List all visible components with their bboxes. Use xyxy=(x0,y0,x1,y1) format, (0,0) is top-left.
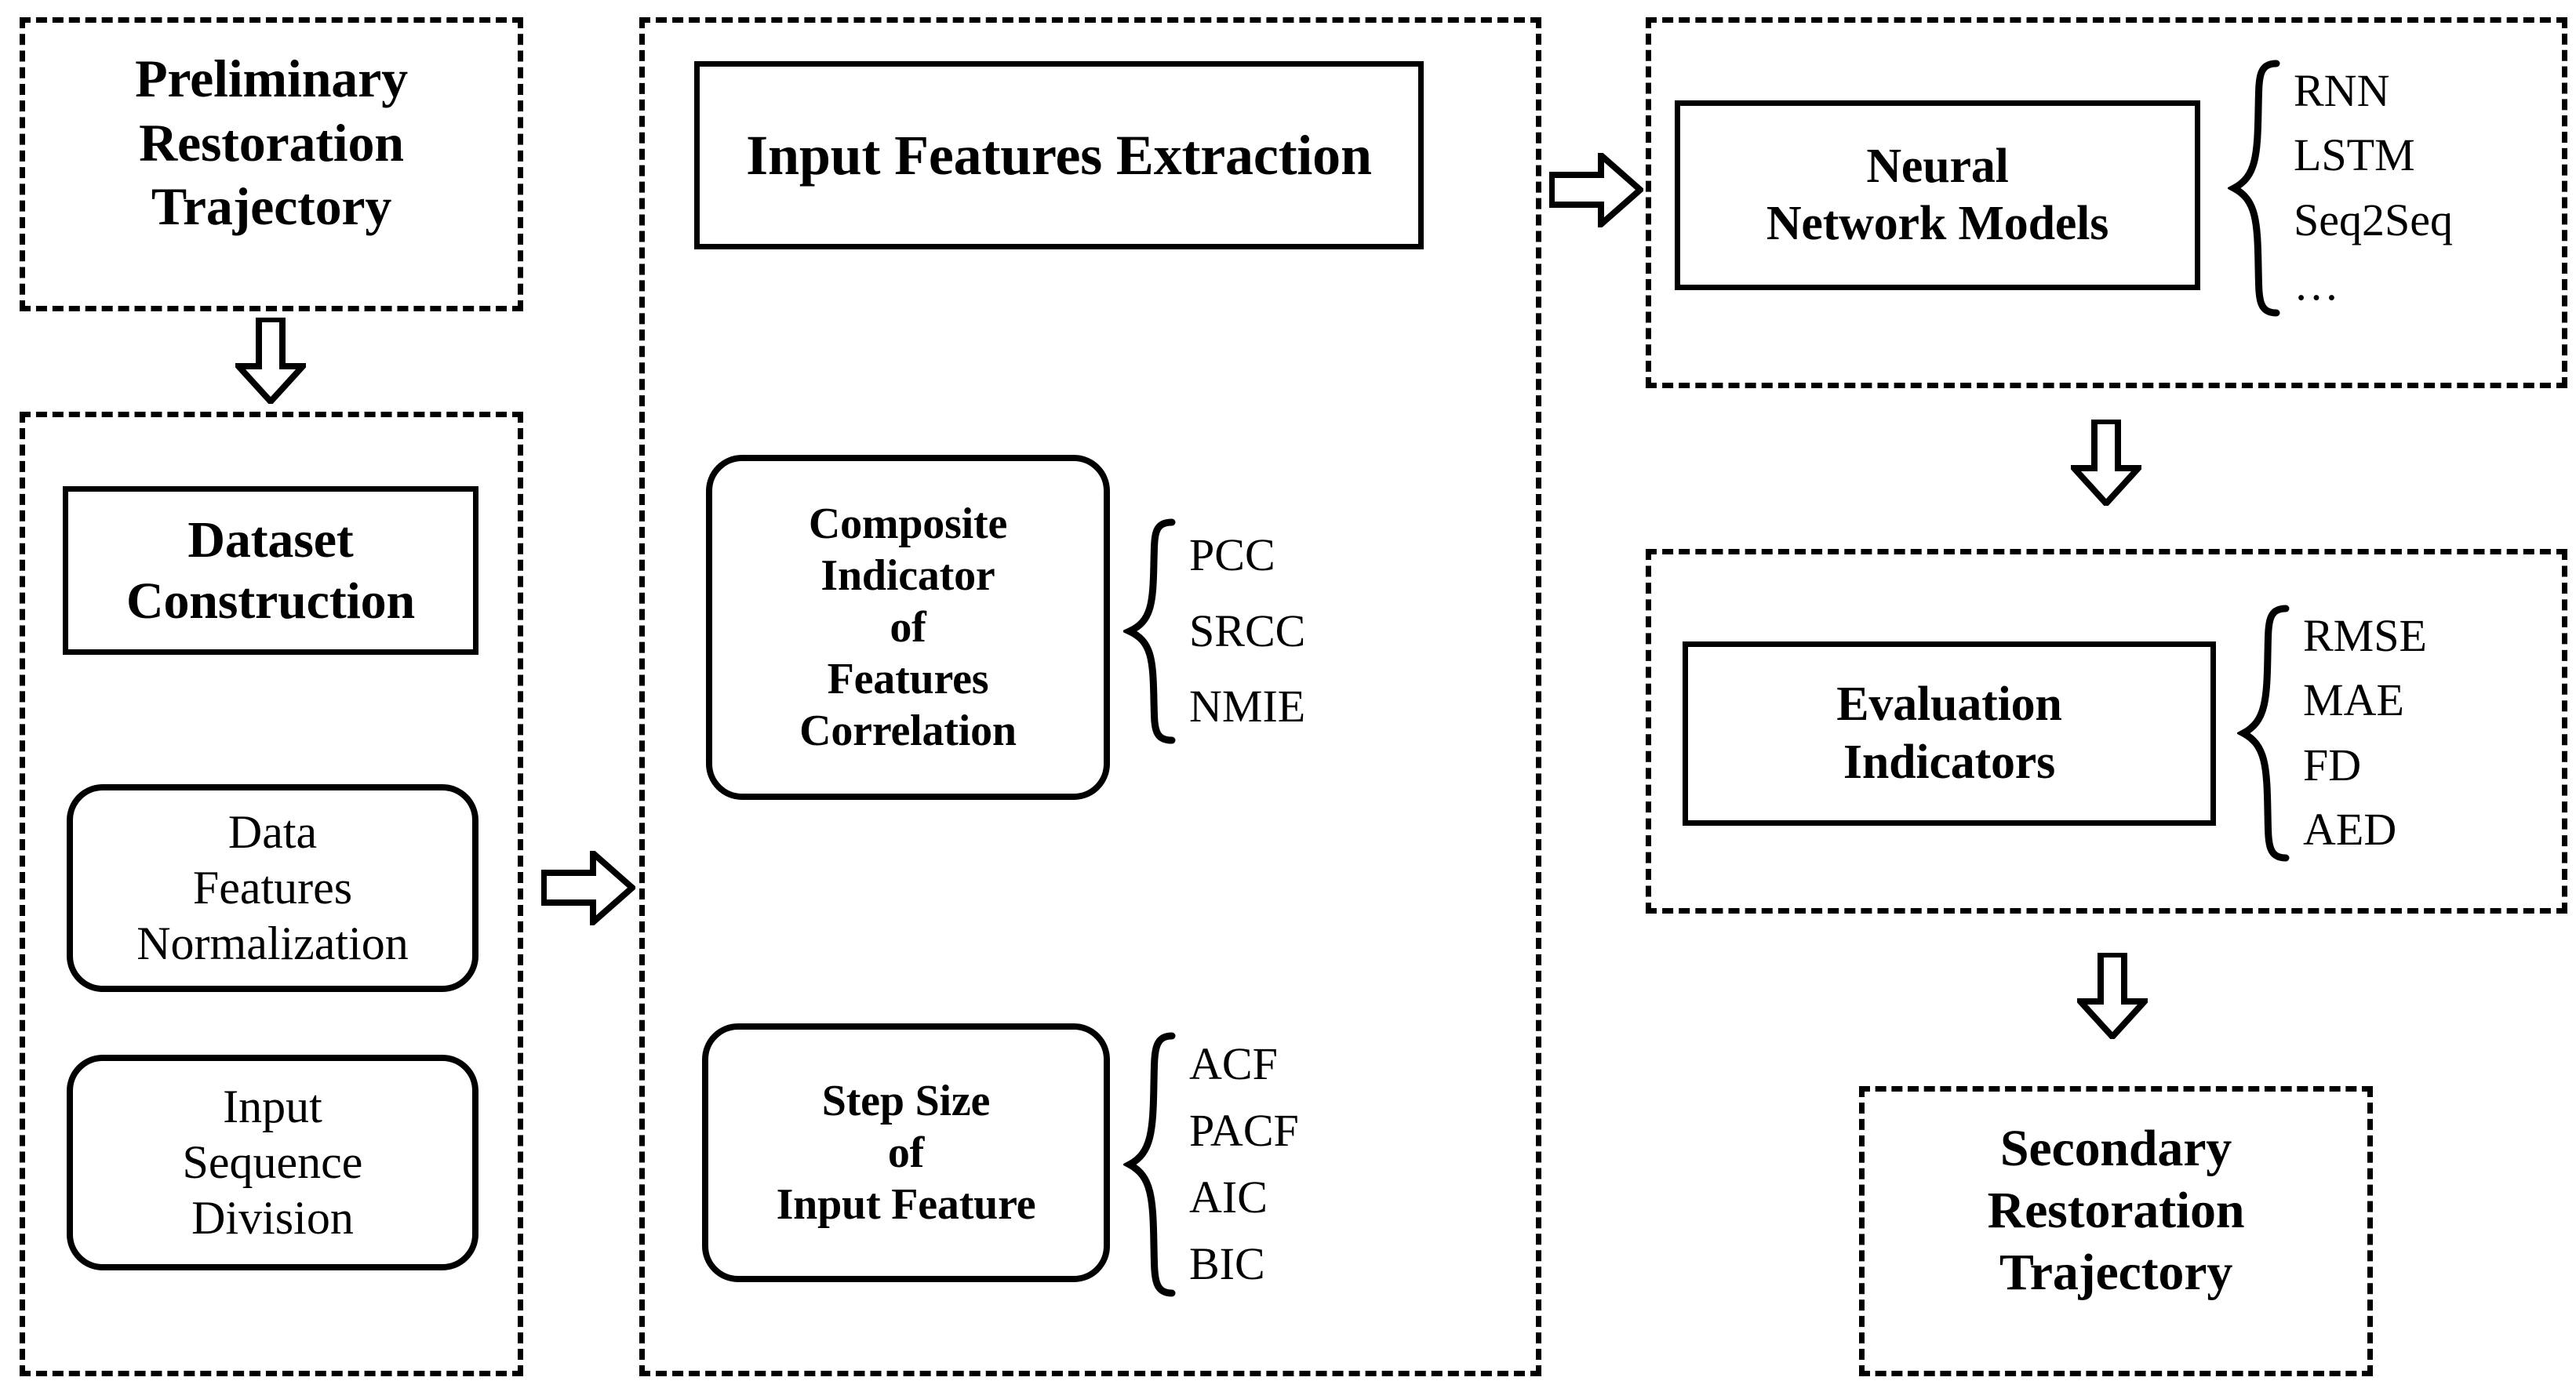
cifc-item-1: PCC xyxy=(1189,529,1275,580)
ssif-line-2: of xyxy=(887,1128,925,1177)
ssif-item-2: PACF xyxy=(1189,1105,1299,1157)
preliminary-restoration-trajectory-group xyxy=(20,17,523,311)
nnm-line-1: Neural xyxy=(1866,139,2009,193)
arrow-right-left-to-middle xyxy=(541,851,635,925)
composite-indicator-brace-list: PCC SRCC NMIE xyxy=(1123,518,1305,745)
ssif-line-3: Input Feature xyxy=(776,1180,1036,1230)
ei-item-3: FD xyxy=(2303,739,2362,790)
arrow-down-preliminary-to-dataset xyxy=(235,318,306,404)
left-brace-icon xyxy=(1123,518,1176,744)
neural-network-models-group xyxy=(1646,17,2567,388)
ssif-line-1: Step Size xyxy=(821,1076,991,1125)
neural-network-models-box: Neural Network Models xyxy=(1675,100,2200,290)
prt-line-2: Restoration xyxy=(139,112,404,173)
nnm-item-2: LSTM xyxy=(2294,129,2415,181)
srt-line-2: Restoration xyxy=(1987,1182,2245,1240)
step-size-box: Step Size of Input Feature xyxy=(702,1023,1110,1282)
left-brace-icon xyxy=(2237,605,2290,862)
dataset-construction-box: Dataset Construction xyxy=(63,486,478,655)
step-size-items: ACF PACF AIC BIC xyxy=(1178,1031,1299,1298)
arrow-right-middle-to-right xyxy=(1549,153,1643,227)
cifc-line-3: of xyxy=(890,602,926,652)
ei-item-2: MAE xyxy=(2303,674,2404,726)
evaluation-indicators-brace-list: RMSE MAE FD AED xyxy=(2237,604,2427,863)
srt-line-3: Trajectory xyxy=(1999,1244,2233,1302)
evaluation-indicators-items: RMSE MAE FD AED xyxy=(2292,604,2427,863)
cifc-line-4: Features xyxy=(827,655,989,704)
cifc-line-1: Composite xyxy=(808,499,1008,548)
cifc-item-2: SRCC xyxy=(1189,605,1306,656)
arrow-down-network-to-evaluation xyxy=(2071,420,2141,506)
cifc-line-2: Indicator xyxy=(820,551,995,600)
dataset-construction-line-2: Construction xyxy=(126,572,415,630)
evaluation-indicators-box: Evaluation Indicators xyxy=(1683,641,2216,826)
nnm-item-1: RNN xyxy=(2294,64,2390,116)
input-sequence-division-box: Input Sequence Division xyxy=(67,1055,478,1270)
dfn-line-1: Data xyxy=(227,806,318,859)
dfn-line-2: Features xyxy=(192,862,353,914)
prt-line-3: Trajectory xyxy=(151,176,392,237)
ssif-item-4: BIC xyxy=(1189,1238,1265,1290)
dataset-construction-line-1: Dataset xyxy=(187,511,354,569)
ei-line-1: Evaluation xyxy=(1836,678,2062,732)
ife-title: Input Features Extraction xyxy=(746,123,1372,187)
nnm-item-3: Seq2Seq xyxy=(2294,194,2453,245)
left-brace-icon xyxy=(2228,60,2280,317)
composite-indicator-box: Composite Indicator of Features Correlat… xyxy=(706,455,1110,800)
cifc-item-3: NMIE xyxy=(1189,681,1306,732)
ssif-item-1: ACF xyxy=(1189,1038,1278,1090)
isd-line-3: Division xyxy=(191,1191,354,1244)
evaluation-indicators-group xyxy=(1646,549,2567,914)
nnm-item-4: … xyxy=(2294,259,2339,311)
neural-network-brace-list: RNN LSTM Seq2Seq … xyxy=(2228,59,2453,318)
nnm-line-2: Network Models xyxy=(1766,197,2109,250)
isd-line-2: Sequence xyxy=(182,1136,363,1189)
ei-line-2: Indicators xyxy=(1843,735,2056,789)
ei-item-1: RMSE xyxy=(2303,609,2427,661)
left-brace-icon xyxy=(1123,1032,1176,1297)
arrow-down-evaluation-to-secondary xyxy=(2077,953,2148,1039)
composite-indicator-items: PCC SRCC NMIE xyxy=(1178,518,1305,745)
prt-line-1: Preliminary xyxy=(135,49,408,108)
preliminary-restoration-trajectory-label: Preliminary Restoration Trajectory xyxy=(20,47,523,239)
secondary-restoration-trajectory-group xyxy=(1859,1086,2373,1376)
cifc-line-5: Correlation xyxy=(799,707,1017,756)
srt-line-1: Secondary xyxy=(1999,1120,2232,1177)
input-features-extraction-box: Input Features Extraction xyxy=(694,61,1424,249)
dataset-construction-group xyxy=(20,412,523,1376)
isd-line-1: Input xyxy=(223,1081,322,1133)
ssif-item-3: AIC xyxy=(1189,1172,1268,1223)
data-features-normalization-box: Data Features Normalization xyxy=(67,784,478,992)
dfn-line-3: Normalization xyxy=(136,917,409,969)
step-size-brace-list: ACF PACF AIC BIC xyxy=(1123,1031,1299,1298)
secondary-restoration-trajectory-label: Secondary Restoration Trajectory xyxy=(1859,1117,2373,1304)
ei-item-4: AED xyxy=(2303,804,2397,856)
neural-network-items: RNN LSTM Seq2Seq … xyxy=(2283,59,2453,318)
input-features-extraction-group xyxy=(639,17,1541,1376)
